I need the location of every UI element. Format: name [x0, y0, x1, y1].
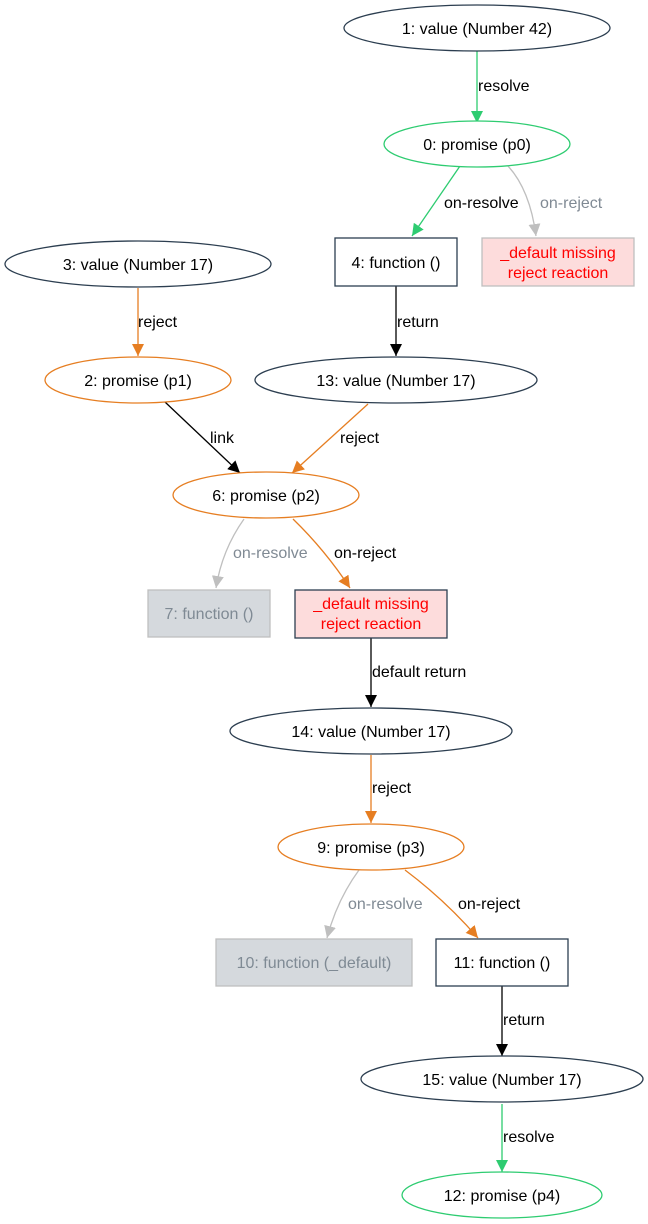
edge-label-on-reject: on-reject: [334, 545, 397, 562]
node-label-line-2: reject reaction: [508, 265, 609, 282]
nodes: 1: value (Number 42) 0: promise (p0) 3: …: [4, 4, 644, 1219]
edge-6-to-7: on-resolve: [211, 518, 308, 589]
edge-label-reject: reject: [372, 780, 412, 797]
node-promise-2[interactable]: 2: promise (p1): [44, 356, 232, 404]
node-promise-0[interactable]: 0: promise (p0): [383, 120, 571, 168]
edge-label-on-resolve: on-resolve: [348, 896, 423, 913]
node-label: 6: promise (p2): [212, 488, 320, 505]
edge-label-return: return: [503, 1012, 545, 1029]
node-value-13[interactable]: 13: value (Number 17): [254, 356, 538, 404]
edge-9-to-11: on-reject: [404, 869, 521, 939]
edge-6-to-missing-2: on-reject: [292, 518, 397, 589]
node-label: 0: promise (p0): [423, 137, 531, 154]
node-label: 11: function (): [454, 955, 551, 972]
node-label: 14: value (Number 17): [291, 724, 450, 741]
node-label: 1: value (Number 42): [402, 21, 552, 38]
node-label: 15: value (Number 17): [422, 1072, 581, 1089]
edge-label-resolve: resolve: [478, 78, 530, 95]
node-value-15[interactable]: 15: value (Number 17): [360, 1055, 644, 1103]
node-function-11[interactable]: 11: function (): [435, 938, 569, 987]
edge-13-to-6: reject: [291, 403, 380, 474]
node-missing-reaction-1[interactable]: _default missing reject reaction: [481, 237, 635, 287]
node-function-7[interactable]: 7: function (): [147, 589, 271, 638]
node-promise-6[interactable]: 6: promise (p2): [172, 471, 360, 519]
node-function-4[interactable]: 4: function (): [334, 237, 458, 287]
node-label: 3: value (Number 17): [63, 257, 213, 274]
node-function-10[interactable]: 10: function (_default): [215, 938, 413, 987]
node-label: 13: value (Number 17): [316, 373, 475, 390]
node-label-line-2: reject reaction: [321, 616, 422, 633]
node-label: 2: promise (p1): [84, 373, 192, 390]
node-promise-12[interactable]: 12: promise (p4): [401, 1171, 603, 1219]
edge-label-link: link: [210, 430, 235, 447]
edge-label-on-reject: on-reject: [540, 195, 603, 212]
edge-label-reject: reject: [340, 430, 380, 447]
edge-missing-2-to-14: default return: [365, 638, 466, 707]
edge-0-to-missing-1: on-reject: [507, 165, 603, 237]
edge-11-to-15: return: [496, 986, 545, 1056]
node-label: 9: promise (p3): [317, 840, 425, 857]
edge-15-to-12: resolve: [496, 1104, 555, 1172]
node-label: 7: function (): [165, 606, 254, 623]
edge-label-resolve: resolve: [503, 1129, 555, 1146]
edge-label-on-resolve: on-resolve: [444, 195, 519, 212]
edge-14-to-9: reject: [365, 755, 412, 823]
node-promise-9[interactable]: 9: promise (p3): [277, 823, 465, 871]
node-value-1[interactable]: 1: value (Number 42): [343, 4, 611, 52]
node-label-line-1: _default missing: [312, 596, 429, 613]
edges: resolve on-resolve on-reject reject retu…: [132, 50, 603, 1172]
node-missing-reaction-2[interactable]: _default missing reject reaction: [294, 589, 448, 639]
edge-1-to-0: resolve: [471, 50, 530, 123]
edge-4-to-13: return: [390, 286, 439, 356]
edge-9-to-10: on-resolve: [324, 869, 423, 939]
edge-label-return: return: [397, 314, 439, 331]
node-value-3[interactable]: 3: value (Number 17): [4, 240, 272, 288]
edge-label-on-reject: on-reject: [458, 896, 521, 913]
edge-2-to-6: link: [164, 401, 241, 474]
node-value-14[interactable]: 14: value (Number 17): [229, 707, 513, 755]
edge-label-reject: reject: [138, 314, 178, 331]
node-label: 4: function (): [352, 255, 441, 272]
edge-0-to-4: on-resolve: [411, 165, 519, 237]
edge-label-on-resolve: on-resolve: [233, 545, 308, 562]
node-label: 12: promise (p4): [444, 1188, 561, 1205]
node-label-line-1: _default missing: [499, 245, 616, 262]
edge-3-to-2: reject: [132, 288, 178, 356]
edge-label-default-return: default return: [372, 664, 466, 681]
node-label: 10: function (_default): [237, 955, 392, 972]
